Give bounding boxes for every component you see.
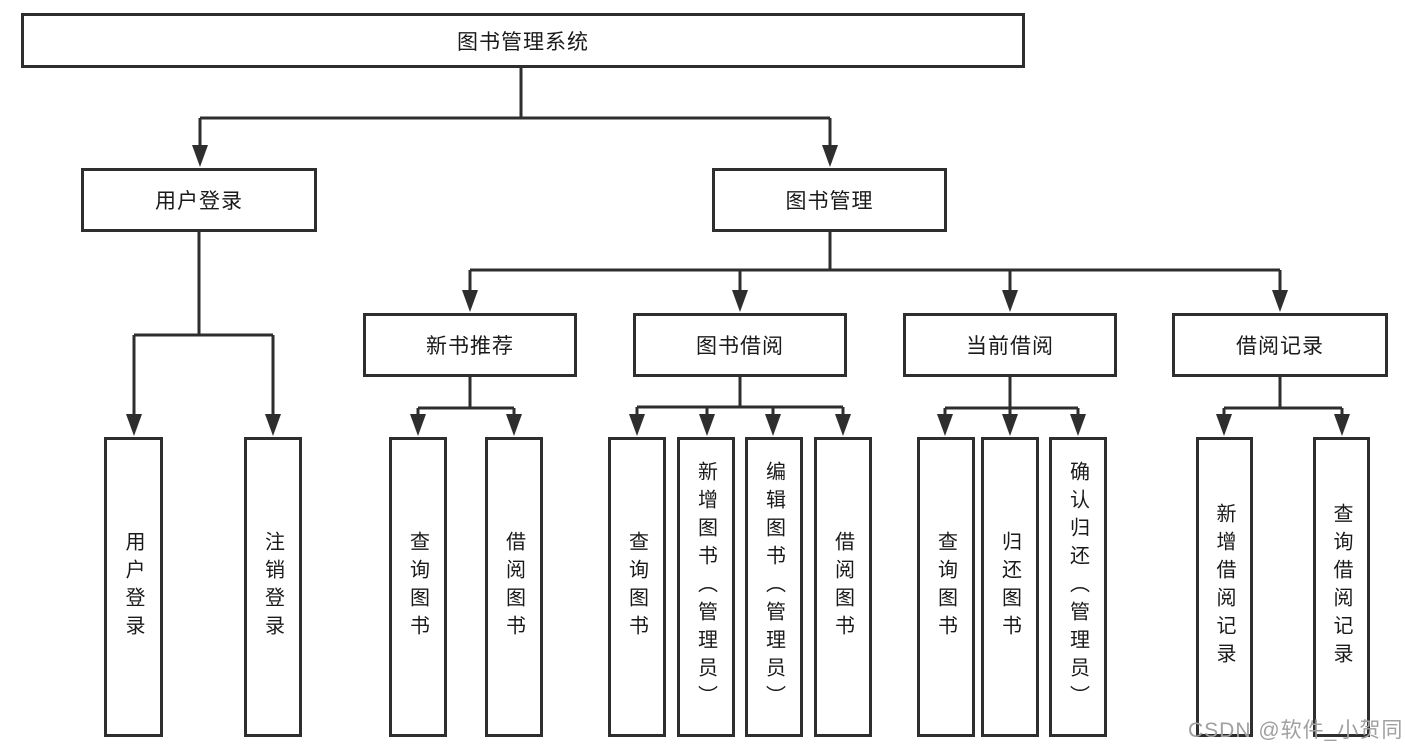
leaf-borrow-records-query-label: 查询借阅记录 <box>1330 503 1352 671</box>
leaf-current-borrow-query-label: 查询图书 <box>934 531 957 643</box>
connector-current-borrow-children <box>943 377 1080 417</box>
node-borrow-records-label: 借阅记录 <box>1236 335 1324 358</box>
node-new-books-label: 新书推荐 <box>426 335 514 358</box>
connector-new-books-children <box>416 377 516 417</box>
node-new-books: 新书推荐 <box>363 313 577 377</box>
node-book-borrow: 图书借阅 <box>633 313 847 377</box>
node-current-borrow: 当前借阅 <box>903 313 1117 377</box>
node-book-mgmt: 图书管理 <box>712 168 947 232</box>
arrow-down-icon <box>765 414 781 436</box>
connector-book-borrow-children <box>635 377 845 417</box>
node-user-login: 用户登录 <box>81 168 317 232</box>
arrow-down-icons <box>126 145 1350 436</box>
arrow-down-icon <box>629 414 645 436</box>
arrow-down-icon <box>1272 290 1288 312</box>
leaf-new-books-query: 查询图书 <box>389 437 447 737</box>
node-book-mgmt-label: 图书管理 <box>785 190 874 213</box>
arrow-down-icon <box>1216 414 1232 436</box>
connector-user-login-children <box>132 232 275 417</box>
arrow-down-icon <box>937 414 953 436</box>
arrow-down-icon <box>126 414 142 436</box>
leaf-new-books-borrow: 借阅图书 <box>485 437 543 737</box>
leaf-logout: 注销登录 <box>244 437 302 737</box>
leaf-new-books-query-label: 查询图书 <box>406 531 429 643</box>
arrow-down-icon <box>410 414 426 436</box>
leaf-current-borrow-query: 查询图书 <box>917 437 975 737</box>
arrow-down-icon <box>1002 414 1018 436</box>
arrow-down-icon <box>192 145 208 167</box>
leaf-current-borrow-return-label: 归还图书 <box>998 531 1021 643</box>
leaf-borrow-records-query: 查询借阅记录 <box>1313 437 1370 737</box>
node-user-login-label: 用户登录 <box>155 190 243 213</box>
leaf-borrow-records-add: 新增借阅记录 <box>1196 437 1253 737</box>
leaf-book-borrow-borrow-label: 借阅图书 <box>831 531 854 643</box>
node-root-label: 图书管理系统 <box>457 30 589 54</box>
leaf-book-borrow-edit-admin: 编辑图书（管理员） <box>745 437 803 737</box>
arrow-down-icon <box>835 414 851 436</box>
csdn-watermark: CSDN @软件_小贺同学 <box>1188 719 1404 742</box>
leaf-book-borrow-borrow: 借阅图书 <box>814 437 872 737</box>
leaf-current-borrow-return: 归还图书 <box>981 437 1039 737</box>
connector-borrow-records-children <box>1222 377 1344 417</box>
arrow-down-icon <box>506 414 522 436</box>
leaf-new-books-borrow-label: 借阅图书 <box>502 531 525 643</box>
leaf-logout-label: 注销登录 <box>261 531 284 643</box>
arrow-down-icon <box>265 414 281 436</box>
node-current-borrow-label: 当前借阅 <box>966 335 1054 358</box>
node-book-borrow-label: 图书借阅 <box>696 335 784 358</box>
leaf-current-borrow-confirm-admin: 确认归还（管理员） <box>1049 437 1107 737</box>
arrow-down-icon <box>699 414 715 436</box>
node-root: 图书管理系统 <box>21 13 1025 68</box>
leaf-book-borrow-add-admin-label: 新增图书（管理员） <box>694 461 717 713</box>
arrow-down-icon <box>1070 414 1086 436</box>
leaf-user-login-label: 用户登录 <box>122 531 144 643</box>
connector-root-to-level2 <box>198 68 832 148</box>
connector-book-mgmt-children <box>468 232 1282 293</box>
arrow-down-icon <box>1002 290 1018 312</box>
arrow-down-icon <box>732 290 748 312</box>
arrow-down-icon <box>462 290 478 312</box>
node-borrow-records: 借阅记录 <box>1172 313 1388 377</box>
arrow-down-icon <box>1334 414 1350 436</box>
leaf-book-borrow-edit-admin-label: 编辑图书（管理员） <box>762 461 785 713</box>
arrow-down-icon <box>822 145 838 167</box>
leaf-book-borrow-query-label: 查询图书 <box>625 531 648 643</box>
leaf-current-borrow-confirm-admin-label: 确认归还（管理员） <box>1066 461 1089 713</box>
leaf-user-login: 用户登录 <box>104 437 163 737</box>
leaf-borrow-records-add-label: 新增借阅记录 <box>1213 503 1235 671</box>
leaf-book-borrow-query: 查询图书 <box>608 437 666 737</box>
leaf-book-borrow-add-admin: 新增图书（管理员） <box>677 437 735 737</box>
